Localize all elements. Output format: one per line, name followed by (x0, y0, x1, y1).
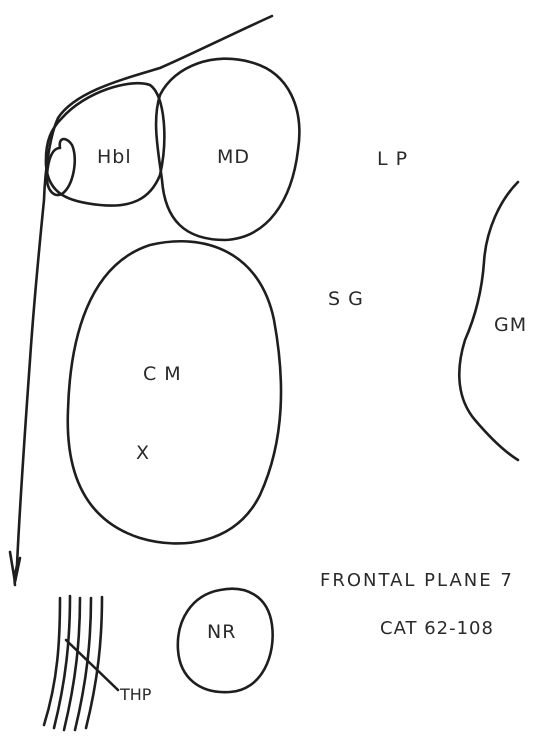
label-nr: NR (207, 621, 236, 643)
label-hbl: Hbl (97, 146, 132, 168)
label-thp: THP (120, 685, 151, 704)
label-md: MD (217, 146, 250, 168)
cm-outline (68, 241, 281, 543)
label-cat-number: CAT 62-108 (380, 618, 494, 639)
label-sg: S G (328, 288, 364, 310)
midline-contour (15, 16, 272, 585)
hbl-inner-loop (47, 139, 75, 195)
label-x: X (136, 442, 150, 464)
label-lp: L P (377, 148, 408, 170)
label-cm: C M (143, 363, 182, 385)
label-frontal-plane: FRONTAL PLANE 7 (320, 570, 514, 591)
hbl-outline (46, 83, 164, 205)
label-gm: GM (494, 314, 527, 336)
thp-fiber-bundle (44, 596, 102, 730)
